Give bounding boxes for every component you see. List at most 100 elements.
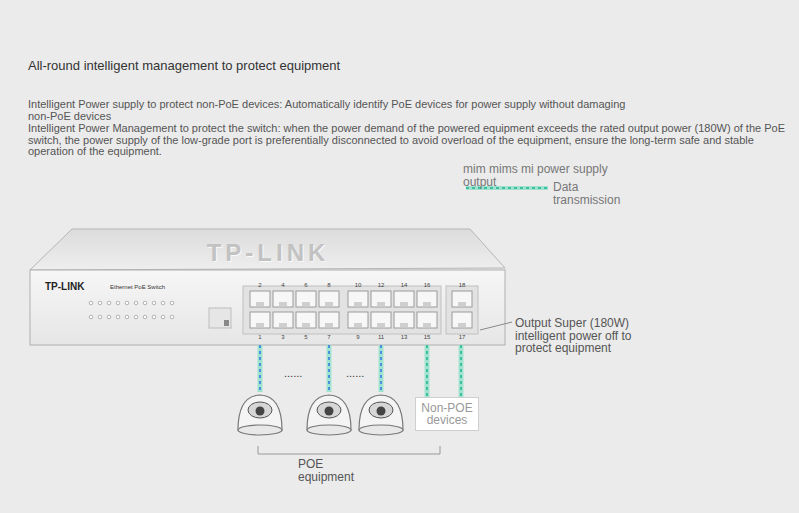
led bbox=[161, 315, 165, 319]
led bbox=[143, 315, 147, 319]
rj45-port bbox=[273, 291, 293, 307]
port-number: 11 bbox=[378, 334, 384, 340]
camera-lens bbox=[377, 407, 386, 416]
port-latch bbox=[256, 302, 264, 306]
led bbox=[125, 315, 129, 319]
led bbox=[116, 315, 120, 319]
mode-switch bbox=[209, 308, 231, 328]
led bbox=[134, 315, 138, 319]
port-panel bbox=[446, 286, 478, 334]
mode-switch-knob bbox=[224, 320, 229, 326]
rj45-ports bbox=[250, 291, 472, 328]
camera-ring bbox=[248, 402, 272, 418]
port-number: 15 bbox=[424, 334, 431, 340]
led bbox=[89, 315, 93, 319]
port-latch bbox=[377, 302, 385, 306]
port-number: 5 bbox=[304, 334, 307, 340]
rj45-port bbox=[250, 291, 270, 307]
group-label: POE equipment bbox=[298, 458, 368, 483]
port-number: 12 bbox=[378, 282, 385, 288]
camera-ring bbox=[317, 402, 341, 418]
port-latch bbox=[354, 323, 362, 327]
port-latch bbox=[302, 323, 310, 327]
port-number: 9 bbox=[356, 334, 359, 340]
note-text: Intelligent Power supply to protect non-… bbox=[28, 99, 638, 122]
brand-logo: TP-LINK bbox=[45, 282, 84, 293]
model-text: Ethernet PoE Switch bbox=[110, 284, 165, 290]
led bbox=[89, 301, 93, 305]
rj45-port bbox=[319, 312, 339, 328]
note-text: Intelligent Power Management to protect … bbox=[28, 123, 796, 158]
cable-sheath bbox=[425, 345, 430, 397]
legend-text: mim mims mi power supply output bbox=[463, 163, 613, 188]
camera-base bbox=[359, 425, 403, 435]
port-number: 14 bbox=[401, 282, 408, 288]
led bbox=[152, 301, 156, 305]
port-number: 1 bbox=[258, 334, 261, 340]
device-box: Non-POE devices bbox=[415, 397, 479, 431]
led bbox=[125, 301, 129, 305]
led bbox=[170, 301, 174, 305]
port-number: 18 bbox=[459, 282, 466, 288]
led bbox=[107, 315, 111, 319]
port-latch bbox=[325, 323, 333, 327]
port-latch bbox=[354, 302, 362, 306]
port-panel bbox=[243, 286, 441, 334]
port-number: 2 bbox=[258, 282, 261, 288]
rj45-port bbox=[273, 312, 293, 328]
camera-base bbox=[238, 425, 282, 435]
port-latch bbox=[423, 323, 431, 327]
port-latch bbox=[302, 302, 310, 306]
heading: All-round intelligent management to prot… bbox=[28, 59, 340, 73]
rj45-port bbox=[371, 312, 391, 328]
rj45-port bbox=[394, 291, 414, 307]
rj45-port bbox=[417, 291, 437, 307]
port-latch bbox=[256, 323, 264, 327]
port-latch bbox=[279, 302, 287, 306]
rj45-port bbox=[394, 312, 414, 328]
poe-cables bbox=[260, 345, 381, 392]
data-power-cable bbox=[461, 345, 462, 397]
cable-sheath bbox=[459, 345, 464, 397]
port-number: 13 bbox=[401, 334, 408, 340]
led bbox=[107, 301, 111, 305]
port-latch bbox=[400, 302, 408, 306]
ellipsis: ...... bbox=[346, 368, 364, 380]
rj45-port bbox=[348, 291, 368, 307]
rj45-port bbox=[296, 291, 316, 307]
port-latch bbox=[377, 323, 385, 327]
switch-top bbox=[30, 229, 505, 270]
port-number: 3 bbox=[281, 334, 284, 340]
port-number: 6 bbox=[304, 282, 307, 288]
camera-ring bbox=[369, 402, 393, 418]
led bbox=[116, 301, 120, 305]
data-power-cable bbox=[427, 345, 428, 397]
switch-front bbox=[30, 270, 505, 345]
status-leds bbox=[89, 301, 174, 319]
poe-switch: TP-LINK TP-LINK Ethernet PoE Switch bbox=[30, 229, 505, 345]
rj45-port bbox=[452, 291, 472, 307]
embossed-logo: TP-LINK bbox=[207, 240, 330, 265]
cable-core bbox=[426, 345, 428, 397]
port-latch bbox=[458, 302, 466, 306]
camera-lens bbox=[256, 407, 265, 416]
rj45-port bbox=[250, 312, 270, 328]
rj45-port bbox=[348, 312, 368, 328]
port-number: 10 bbox=[355, 282, 362, 288]
port-number: 4 bbox=[281, 282, 284, 288]
port-latch bbox=[279, 323, 287, 327]
port-latch bbox=[325, 302, 333, 306]
led bbox=[170, 315, 174, 319]
port-number: 8 bbox=[327, 282, 330, 288]
legend-text: Data transmission bbox=[553, 181, 625, 206]
rj45-port bbox=[417, 312, 437, 328]
rj45-port bbox=[371, 291, 391, 307]
dome-cameras bbox=[238, 395, 403, 435]
device-label: Non-POE devices bbox=[419, 402, 475, 426]
port-latch bbox=[400, 323, 408, 327]
port-latch bbox=[423, 302, 431, 306]
camera-lens bbox=[325, 407, 334, 416]
ellipsis: ...... bbox=[284, 368, 302, 380]
